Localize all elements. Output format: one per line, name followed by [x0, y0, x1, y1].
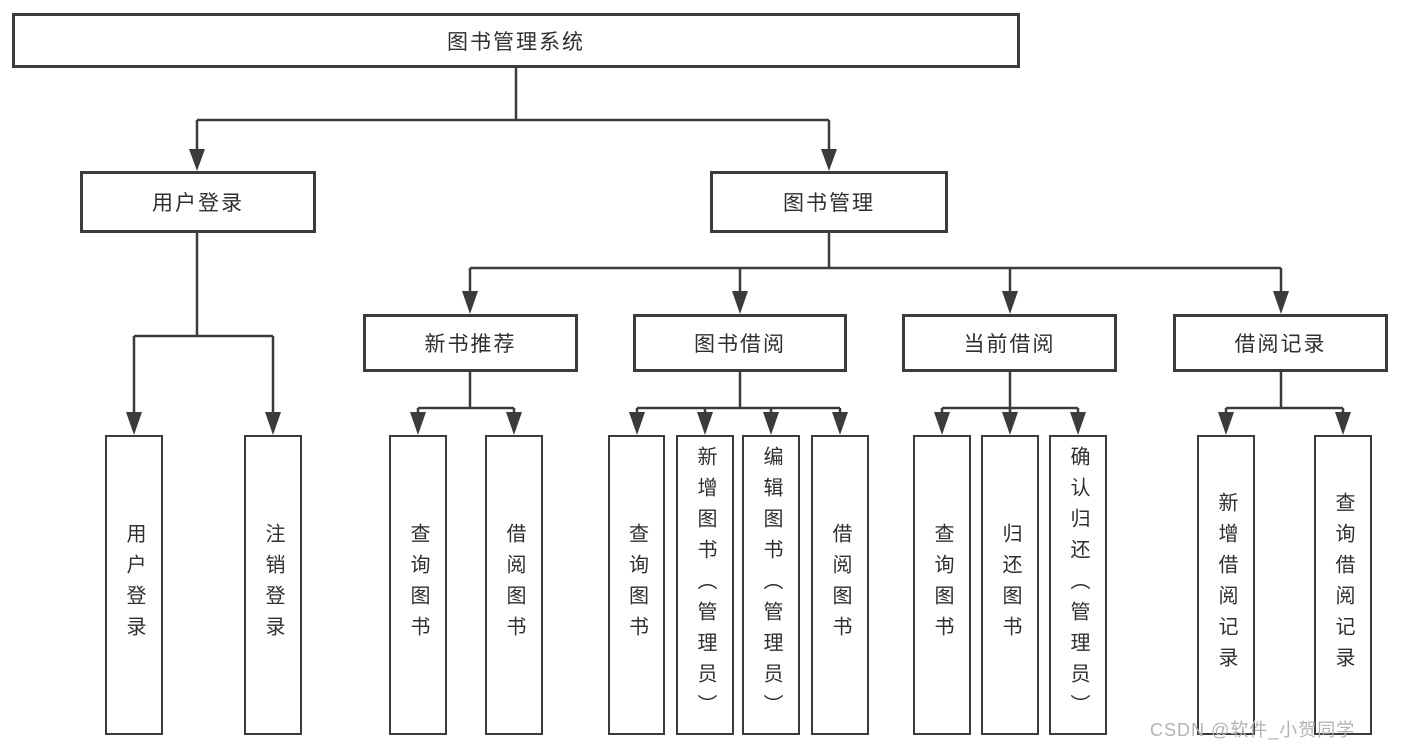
- arrowheads: [126, 149, 1351, 435]
- arrow-down-icon: [265, 412, 281, 435]
- leaf-query-books-current: 查询图书: [913, 435, 971, 735]
- connector-borrow-records-branch: [1224, 372, 1345, 413]
- leaf-query-books-recommend: 查询图书: [389, 435, 447, 735]
- node-borrow-records: 借阅记录: [1173, 314, 1388, 372]
- arrow-down-icon: [1218, 412, 1234, 435]
- arrow-down-icon: [410, 412, 426, 435]
- arrow-down-icon: [1335, 412, 1351, 435]
- arrow-down-icon: [1002, 291, 1018, 314]
- connector-root-to-level2: [195, 68, 831, 150]
- leaf-add-borrow-record: 新增借阅记录: [1197, 435, 1255, 735]
- arrow-down-icon: [1070, 412, 1086, 435]
- arrow-down-icon: [506, 412, 522, 435]
- node-library-system: 图书管理系统: [12, 13, 1020, 68]
- arrow-down-icon: [821, 149, 837, 171]
- connector-new-books-branch: [416, 372, 516, 413]
- node-book-borrow: 图书借阅: [633, 314, 847, 372]
- leaf-add-books-admin: 新增图书（管理员）: [676, 435, 734, 735]
- leaf-logout: 注销登录: [244, 435, 302, 735]
- leaf-user-login: 用户登录: [105, 435, 163, 735]
- node-user-login: 用户登录: [80, 171, 316, 233]
- arrow-down-icon: [1273, 291, 1289, 314]
- watermark: CSDN @软件_小贺同学: [1150, 720, 1356, 740]
- arrow-down-icon: [832, 412, 848, 435]
- arrow-down-icon: [934, 412, 950, 435]
- connector-book-borrow-branch: [635, 372, 842, 413]
- node-current-borrow: 当前借阅: [902, 314, 1117, 372]
- leaf-confirm-return-admin: 确认归还（管理员）: [1049, 435, 1107, 735]
- arrow-down-icon: [763, 412, 779, 435]
- arrow-down-icon: [189, 149, 205, 171]
- arrow-down-icon: [732, 291, 748, 314]
- leaf-borrow-books-recommend: 借阅图书: [485, 435, 543, 735]
- leaf-borrow-books: 借阅图书: [811, 435, 869, 735]
- arrow-down-icon: [1002, 412, 1018, 435]
- arrow-down-icon: [697, 412, 713, 435]
- arrow-down-icon: [462, 291, 478, 314]
- node-book-management: 图书管理: [710, 171, 948, 233]
- connector-current-borrow-branch: [940, 372, 1080, 413]
- leaf-query-borrow-record: 查询借阅记录: [1314, 435, 1372, 735]
- connector-book-management-branch: [468, 233, 1283, 292]
- node-new-book-recommend: 新书推荐: [363, 314, 578, 372]
- leaf-edit-books-admin: 编辑图书（管理员）: [742, 435, 800, 735]
- connector-user-login-branch: [132, 233, 275, 413]
- arrow-down-icon: [629, 412, 645, 435]
- arrow-down-icon: [126, 412, 142, 435]
- leaf-query-books-borrow: 查询图书: [608, 435, 665, 735]
- leaf-return-books: 归还图书: [981, 435, 1039, 735]
